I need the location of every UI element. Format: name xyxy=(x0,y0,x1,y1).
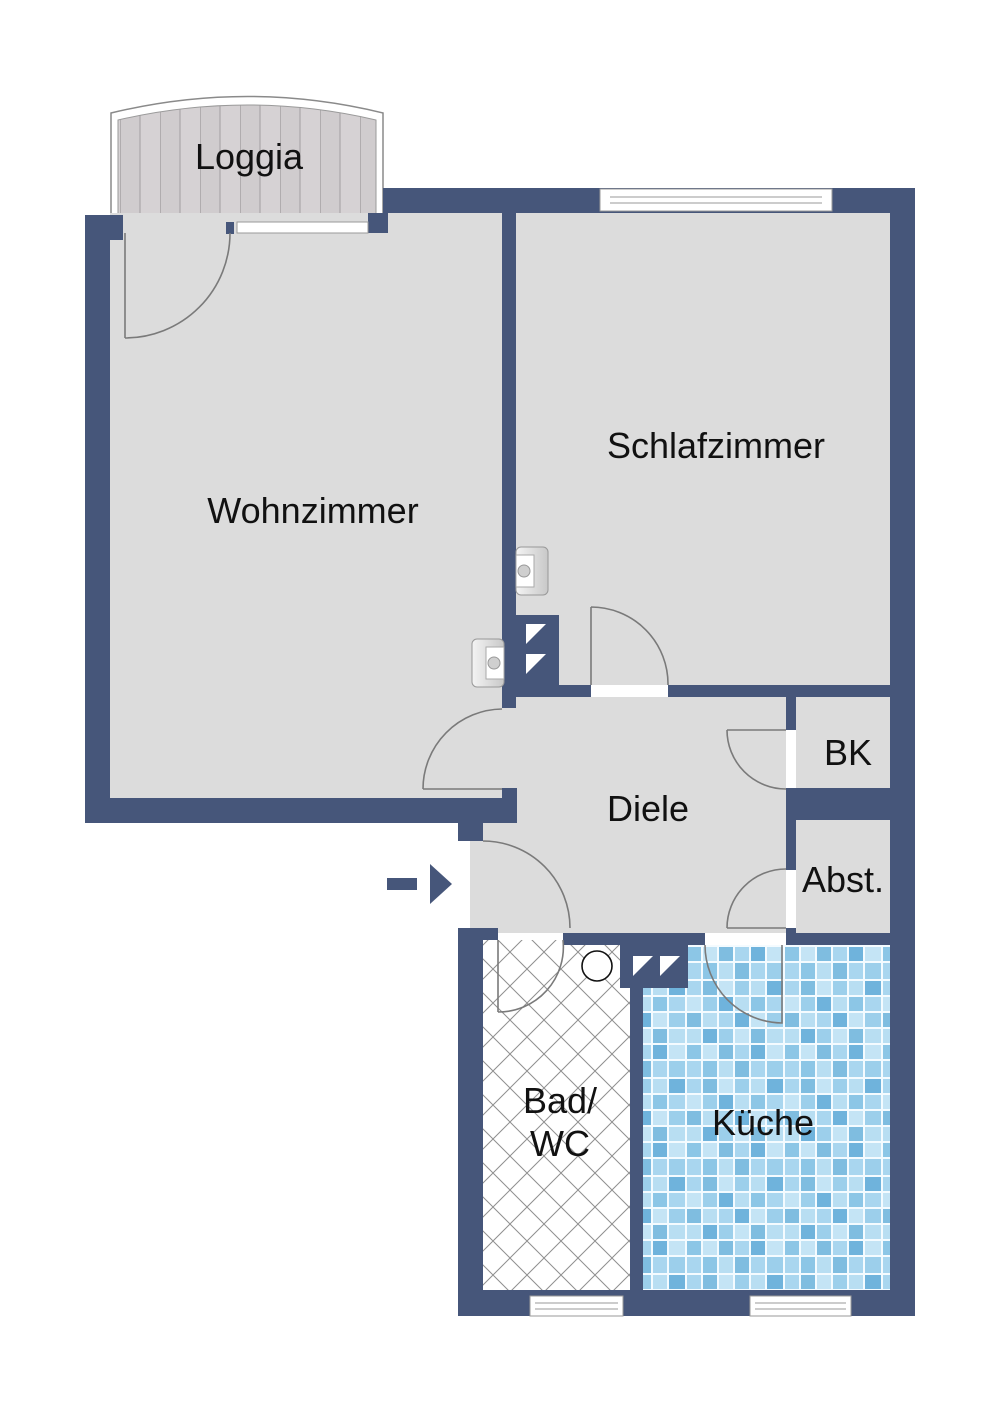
room-label-schlafzimmer: Schlafzimmer xyxy=(606,425,826,467)
room-label-bad-line2: WC xyxy=(530,1123,590,1165)
room-label-loggia: Loggia xyxy=(194,136,304,178)
room-label-kueche: Küche xyxy=(711,1102,815,1144)
room-label-diele: Diele xyxy=(606,788,690,830)
shaft-vents xyxy=(526,624,680,976)
arrow-right-icon xyxy=(387,864,452,904)
radiator-wohnzimmer xyxy=(471,638,505,688)
floors xyxy=(110,213,890,1290)
room-label-bad-line1: Bad/ xyxy=(522,1080,598,1122)
room-label-bk: BK xyxy=(823,732,873,774)
radiator-schlafzimmer xyxy=(515,546,549,596)
door-swings xyxy=(124,232,787,1024)
windows xyxy=(236,188,852,1317)
drain-icon xyxy=(581,950,613,982)
room-label-abst: Abst. xyxy=(801,859,885,901)
loggia xyxy=(110,95,384,223)
room-label-wohnzimmer: Wohnzimmer xyxy=(207,490,419,532)
